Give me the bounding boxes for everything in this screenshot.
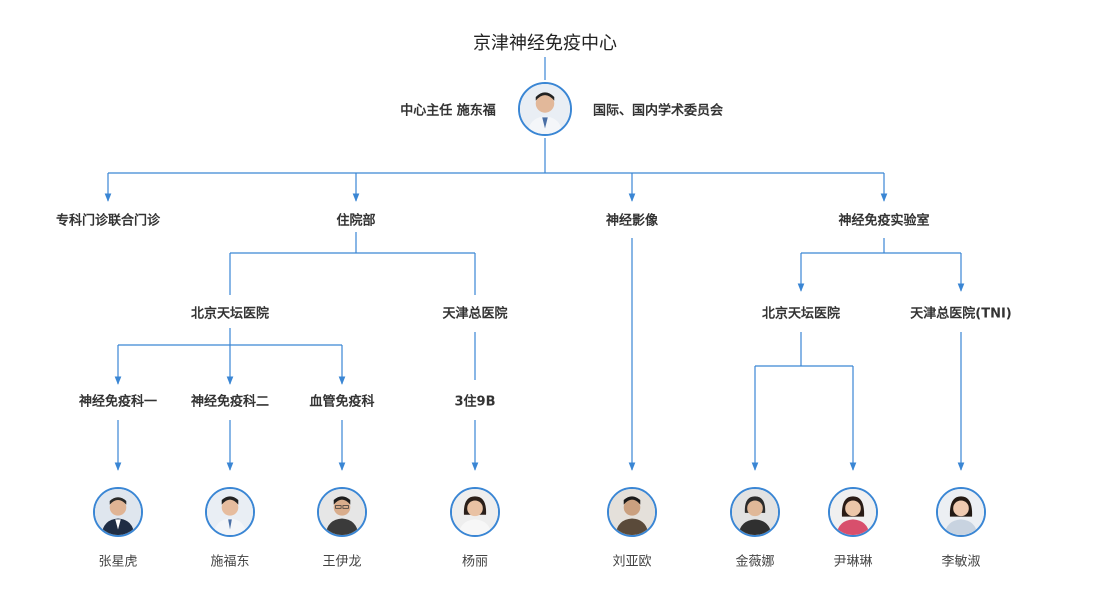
avatar-person-5: [607, 487, 657, 537]
person-avatar-icon: [520, 84, 570, 134]
person-name-5: 刘亚欧: [612, 554, 652, 570]
dept-outpatient: 专科门诊联合门诊: [55, 213, 161, 229]
person-name-7: 尹琳琳: [833, 554, 873, 570]
person-name-2: 施福东: [210, 554, 250, 570]
ward-neuro-immune-2: 神经免疫科二: [190, 394, 270, 410]
avatar-person-6: [730, 487, 780, 537]
ward-3-9b: 3住9B: [454, 394, 496, 410]
dept-inpatient: 住院部: [336, 213, 376, 229]
person-avatar-icon: [319, 489, 365, 535]
avatar-person-2: [205, 487, 255, 537]
person-name-8: 李敏淑: [941, 554, 981, 570]
lab-branch-tianjin: 天津总医院(TNI): [910, 306, 1012, 322]
director-avatar: [518, 82, 572, 136]
center-title: 京津神经免疫中心: [473, 33, 617, 54]
avatar-person-3: [317, 487, 367, 537]
person-name-6: 金薇娜: [735, 554, 775, 570]
avatar-person-4: [450, 487, 500, 537]
person-name-1: 张星虎: [98, 554, 138, 570]
inpatient-branch-beijing: 北京天坛医院: [190, 306, 270, 322]
committee-label: 国际、国内学术委员会: [592, 103, 724, 119]
person-avatar-icon: [207, 489, 253, 535]
person-avatar-icon: [830, 489, 876, 535]
ward-vascular-immune: 血管免疫科: [309, 394, 375, 410]
lab-branch-beijing: 北京天坛医院: [761, 306, 841, 322]
person-avatar-icon: [732, 489, 778, 535]
avatar-person-1: [93, 487, 143, 537]
inpatient-branch-tianjin: 天津总医院: [442, 306, 508, 322]
person-avatar-icon: [609, 489, 655, 535]
person-avatar-icon: [95, 489, 141, 535]
dept-lab: 神经免疫实验室: [838, 213, 930, 229]
person-avatar-icon: [452, 489, 498, 535]
person-name-3: 王伊龙: [322, 554, 362, 570]
person-name-4: 杨丽: [461, 554, 489, 570]
dept-imaging: 神经影像: [605, 213, 659, 229]
avatar-person-7: [828, 487, 878, 537]
director-label: 中心主任 施东福: [400, 103, 496, 119]
avatar-person-8: [936, 487, 986, 537]
person-avatar-icon: [938, 489, 984, 535]
ward-neuro-immune-1: 神经免疫科一: [78, 394, 158, 410]
